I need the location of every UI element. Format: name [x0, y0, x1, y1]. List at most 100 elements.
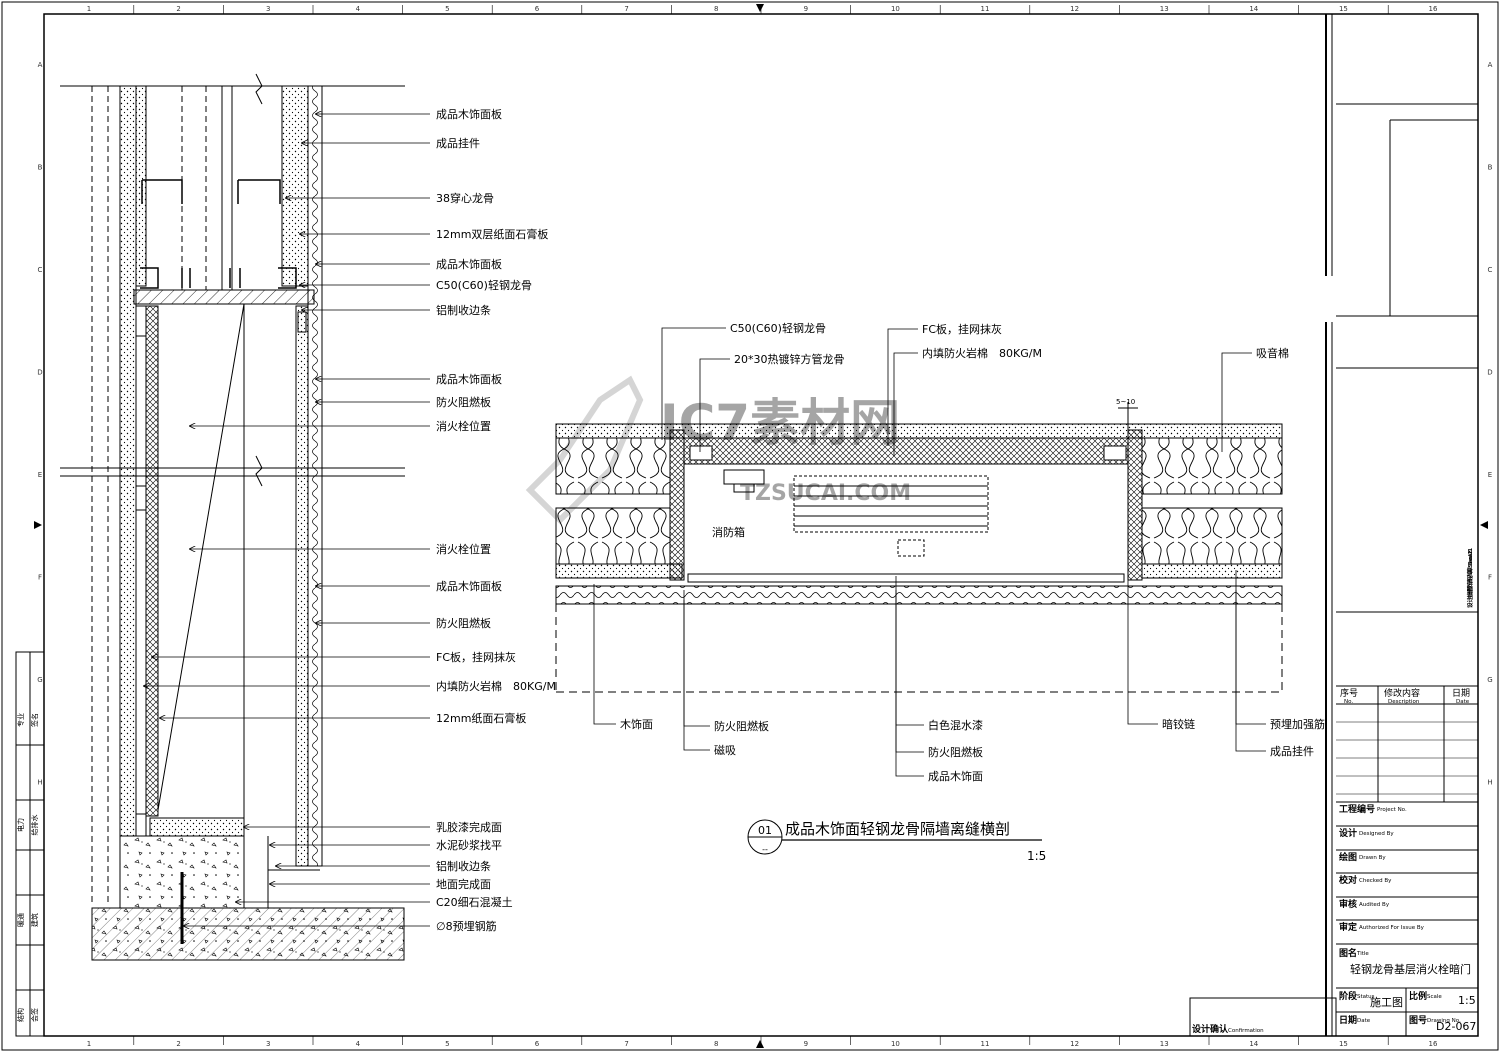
leader-label: 消火栓位置 [436, 419, 491, 433]
grid-col-bottom: 7 [624, 1040, 628, 1048]
rev-header-cn: 日期 [1452, 688, 1470, 699]
signoff-label: 会签 [30, 1008, 39, 1022]
field-label-en: Designed By [1359, 831, 1394, 837]
leader-label: 成品挂件 [436, 136, 480, 150]
plan-bottom-leader: 成品木饰面 [895, 600, 983, 783]
plan-bottom-leader: 防火阻燃板 [895, 590, 983, 759]
grid-col-bottom: 4 [356, 1040, 361, 1048]
signoff-strip [15, 651, 45, 1037]
grid-col-bottom: 8 [714, 1040, 718, 1048]
leader-label: 成品木饰面板 [436, 257, 502, 271]
leader-label: 成品木饰面板 [436, 372, 502, 386]
field-label: 审核 [1339, 898, 1357, 910]
grid-row-right: G [1487, 676, 1492, 684]
svg-text:Scale: Scale [1427, 994, 1442, 1000]
svg-text:Title: Title [1356, 951, 1369, 957]
leader-label: 成品木饰面板 [436, 579, 502, 593]
signoff-label: 电力 [16, 818, 25, 832]
plan-top-label: 吸音棉 [1256, 346, 1289, 360]
plan-section [555, 402, 1283, 693]
title-block [1189, 103, 1478, 1037]
drawing-sheet-ref: -- [762, 845, 768, 854]
rev-header-en: Description [1388, 699, 1420, 705]
plan-top-label: 20*30热镀锌方管龙骨 [734, 352, 845, 366]
svg-text:阶段: 阶段 [1339, 990, 1358, 1002]
field-label: 工程编号 [1339, 803, 1375, 815]
svg-text:Status: Status [1357, 994, 1375, 1000]
grid-col-bottom: 3 [266, 1040, 270, 1048]
grid-col-top: 14 [1249, 5, 1258, 13]
signoff-label: 给排水 [30, 815, 39, 836]
svg-text:图号: 图号 [1409, 1015, 1427, 1026]
grid-row-right: A [1488, 61, 1493, 69]
gap-dimension: 5~10 [1116, 398, 1135, 406]
leader-label: 乳胶漆完成面 [436, 820, 502, 834]
grid-col-top: 7 [624, 5, 628, 13]
field-label-en: Authorized For Issue By [1359, 925, 1425, 931]
grid-col-bottom: 13 [1160, 1040, 1169, 1048]
grid-row-left: A [38, 61, 43, 69]
leader-label: C20细石混凝土 [436, 895, 513, 909]
grid-col-bottom: 11 [981, 1040, 990, 1048]
rev-header-en: No. [1344, 699, 1353, 705]
grid-row-right: F [1488, 574, 1492, 582]
svg-text:比例: 比例 [1409, 990, 1427, 1002]
plan-top-label: C50(C60)轻钢龙骨 [730, 321, 826, 335]
leader-label: 防火阻燃板 [436, 616, 491, 630]
grid-col-top: 6 [535, 5, 540, 13]
drawing-name: 轻钢龙骨基层消火栓暗门 [1350, 962, 1471, 976]
field-label-en: Drawn By [1359, 855, 1386, 861]
grid-col-top: 4 [356, 5, 361, 13]
grid-col-top: 11 [981, 5, 990, 13]
field-label: 设计 [1339, 827, 1357, 839]
seal-1-label: 注册负责人章 Seal1 [1466, 548, 1474, 600]
fire-cabinet-label: 消防箱 [712, 525, 745, 539]
svg-text:设计确认: 设计确认 [1192, 1023, 1229, 1035]
signoff-label: 暖通 [16, 913, 25, 927]
plan-top-label: 内填防火岩棉 80KG/M [922, 346, 1042, 360]
plan-bottom-label: 暗铰链 [1162, 717, 1195, 731]
leader-label: 成品木饰面板 [436, 107, 502, 121]
drawing-title: 01 -- 成品木饰面轻钢龙骨隔墙离缝横剖 1:5 [747, 819, 1046, 863]
field-label-en: Checked By [1359, 878, 1392, 884]
title-block-stage: 阶段 Status 施工图 比例 Scale 1:5 [1339, 990, 1476, 1009]
grid-row-right: C [1488, 266, 1493, 274]
leader-label: 防火阻燃板 [436, 395, 491, 409]
leader-label: 铝制收边条 [436, 303, 491, 317]
leader-label: 消火栓位置 [436, 542, 491, 556]
svg-text:Date: Date [1357, 1018, 1371, 1024]
field-label-en: Project No. [1377, 807, 1407, 813]
grid-column-labels: 1122334455667788991010111112121313141415… [87, 5, 1438, 1048]
title-block-number: 日期 Date 图号 Drawing No. D2-067 [1339, 1014, 1476, 1033]
grid-col-top: 3 [266, 5, 270, 13]
plan-bottom-leader: 防火阻燃板 [683, 590, 769, 733]
plan-top-label: FC板，挂网抹灰 [922, 322, 1002, 336]
leader-label: 38穿心龙骨 [436, 191, 494, 205]
grid-col-top: 9 [804, 5, 808, 13]
leader-label: 水泥砂浆找平 [436, 838, 502, 852]
title-block-name: 图名 Title 轻钢龙骨基层消火栓暗门 [1339, 947, 1471, 976]
signoff-label: 建筑 [30, 913, 39, 927]
grid-col-top: 1 [87, 5, 91, 13]
grid-col-bottom: 16 [1429, 1040, 1438, 1048]
leader-label: 12mm纸面石膏板 [436, 711, 526, 725]
plan-top-leader: FC板，挂网抹灰 [887, 322, 1002, 446]
plan-bottom-leader: 暗铰链 [1127, 574, 1195, 731]
plan-top-leader: 20*30热镀锌方管龙骨 [699, 352, 845, 452]
grid-row-left: H [37, 779, 42, 787]
grid-col-top: 8 [714, 5, 718, 13]
vertical-section [60, 73, 405, 961]
field-label: 绘图 [1339, 851, 1357, 863]
leader-label: 铝制收边条 [436, 859, 491, 873]
grid-col-top: 12 [1070, 5, 1079, 13]
grid-col-bottom: 12 [1070, 1040, 1079, 1048]
rev-header-cn: 修改内容 [1384, 687, 1420, 699]
plan-top-leader: 内填防火岩棉 80KG/M [893, 346, 1042, 456]
scale-value: 1:5 [1458, 994, 1476, 1007]
plan-bottom-label: 成品木饰面 [928, 769, 983, 783]
revision-table-lines [1336, 721, 1478, 795]
